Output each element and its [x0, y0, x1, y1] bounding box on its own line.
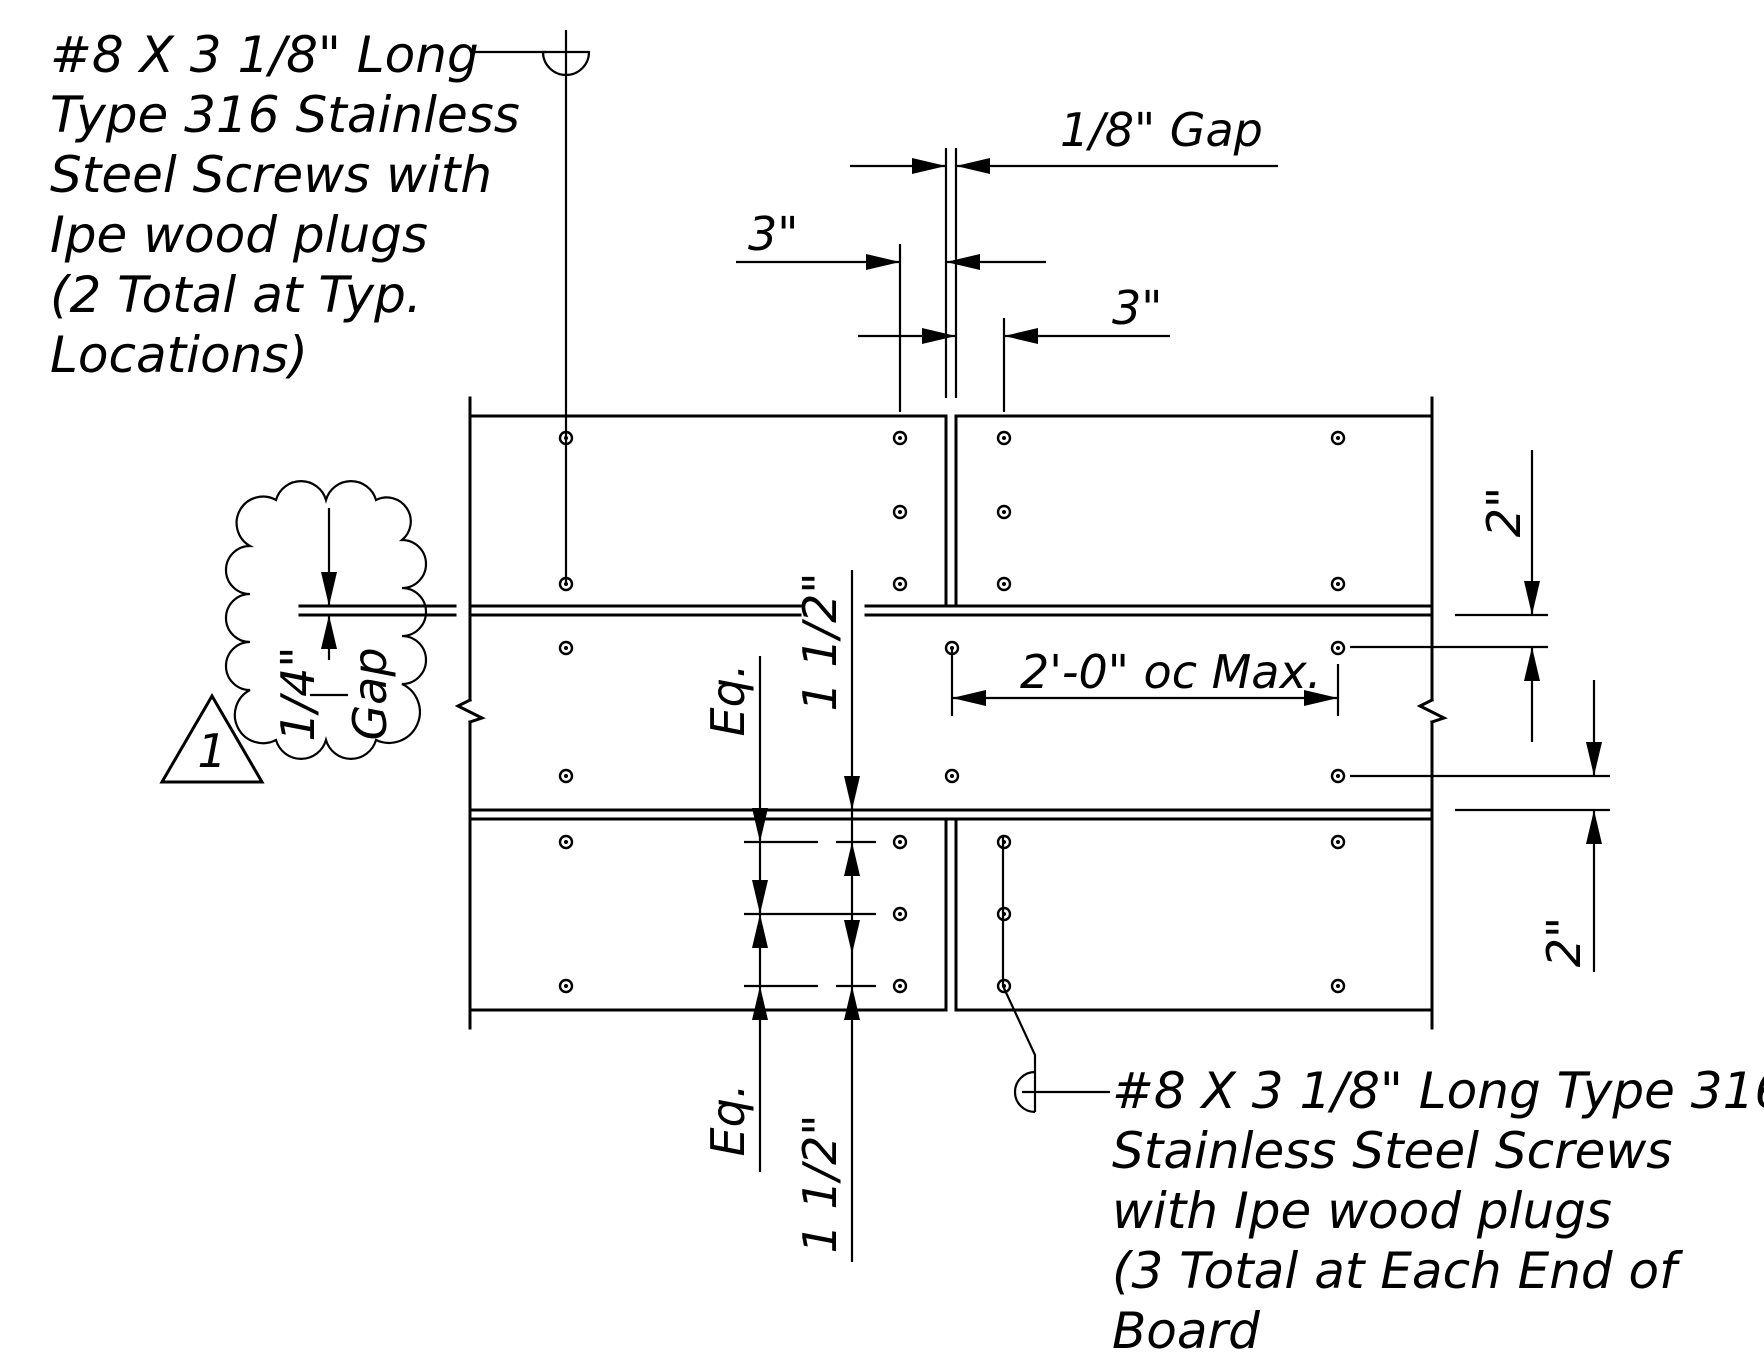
screw-marker [944, 768, 960, 784]
note-bottom-right-line: (3 Total at Each End of [1112, 1242, 1683, 1300]
screw-marker [1330, 640, 1346, 656]
screw-marker [892, 906, 908, 922]
dim-label-eq-upper: Eq. [701, 664, 755, 737]
screw-marker [1330, 768, 1346, 784]
dim-two-upper [1350, 450, 1548, 742]
dim-label-eighth-gap: 1/8" Gap [1060, 103, 1263, 157]
screw-marker [558, 834, 574, 850]
dim-label-one-half-upper: 1 1/2" [793, 572, 847, 711]
screw-marker-center [564, 840, 568, 844]
screw-marker [892, 576, 908, 592]
screw-marker [996, 504, 1012, 520]
screw-marker [558, 640, 574, 656]
top-left-leader [475, 30, 591, 582]
screw-marker [892, 504, 908, 520]
dim-three-lower [858, 318, 1170, 412]
screw-marker [1330, 576, 1346, 592]
dim-three-upper [736, 244, 1046, 412]
screw-marker-center [898, 510, 902, 514]
note-bottom-right-line: #8 X 3 1/8" Long Type 316 [1112, 1062, 1764, 1120]
note-bottom-right-line: Board [1112, 1302, 1260, 1354]
dim-label-three-upper: 3" [748, 207, 798, 261]
revision-cloud [224, 480, 428, 760]
screw-marker-center [564, 984, 568, 988]
deck-boards [298, 396, 1448, 1030]
note-top-left: #8 X 3 1/8" Long Type 316 Stainless Stee… [50, 26, 520, 384]
screw-marker-center [898, 912, 902, 916]
note-bottom-right-line: Stainless Steel Screws [1112, 1122, 1672, 1180]
dim-label-quarter-gap: Gap [343, 647, 397, 740]
screw-marker [892, 978, 908, 994]
dim-label-two-lower: 2" [1537, 917, 1591, 967]
dim-label-eq-lower: Eq. [701, 1084, 755, 1157]
screw-marker-center [1336, 646, 1340, 650]
note-bottom-right: #8 X 3 1/8" Long Type 316 Stainless Stee… [1112, 1062, 1764, 1354]
note-top-left-line: (2 Total at Typ. [50, 266, 422, 324]
screw-marker-center [1002, 582, 1006, 586]
screw-marker-center [1336, 774, 1340, 778]
screw-marker-center [1336, 840, 1340, 844]
screw-marker-center [898, 984, 902, 988]
screw-marker [996, 576, 1012, 592]
screw-marker [558, 978, 574, 994]
note-top-left-line: Ipe wood plugs [50, 206, 428, 264]
dim-label-two-upper: 2" [1477, 487, 1531, 537]
note-top-left-line: Type 316 Stainless [50, 86, 520, 144]
dim-one-half [836, 570, 876, 1262]
screw-marker [892, 430, 908, 446]
dim-label-one-half-lower: 1 1/2" [793, 1114, 847, 1253]
screw-marker-center [1336, 582, 1340, 586]
screw-marker-center [564, 646, 568, 650]
dim-eq [744, 656, 876, 1172]
screw-marker-center [898, 582, 902, 586]
screw-marker [892, 834, 908, 850]
note-top-left-line: #8 X 3 1/8" Long [50, 26, 479, 84]
dim-label-spacing: 2'-0" oc Max. [1020, 645, 1321, 699]
screw-marker [996, 430, 1012, 446]
screw-marker-center [564, 582, 568, 586]
dim-two-lower [1350, 680, 1610, 972]
screw-marker-center [1002, 436, 1006, 440]
screw-marker [1330, 430, 1346, 446]
screw-marker-center [898, 840, 902, 844]
screw-marker-center [950, 774, 954, 778]
dim-quarter-gap [310, 508, 348, 697]
screw-marker-center [1336, 984, 1340, 988]
screw-marker-center [1002, 510, 1006, 514]
dim-label-quarter: 1/4" [271, 646, 325, 741]
revision-triangle: 1 [159, 693, 265, 784]
screw-marker [1330, 834, 1346, 850]
dim-eighth-gap [850, 148, 1278, 398]
screw-marker-center [1336, 436, 1340, 440]
bottom-right-leader [1001, 836, 1110, 1114]
note-top-left-line: Locations) [50, 326, 308, 384]
screw-marker-center [898, 436, 902, 440]
dim-label-three-lower: 3" [1112, 281, 1162, 335]
note-bottom-right-line: with Ipe wood plugs [1112, 1182, 1612, 1240]
screw-marker-center [564, 774, 568, 778]
note-top-left-line: Steel Screws with [50, 146, 492, 204]
screw-marker [1330, 978, 1346, 994]
revision-number: 1 [197, 724, 226, 778]
screw-marker [558, 768, 574, 784]
dim-spacing [950, 648, 1340, 716]
